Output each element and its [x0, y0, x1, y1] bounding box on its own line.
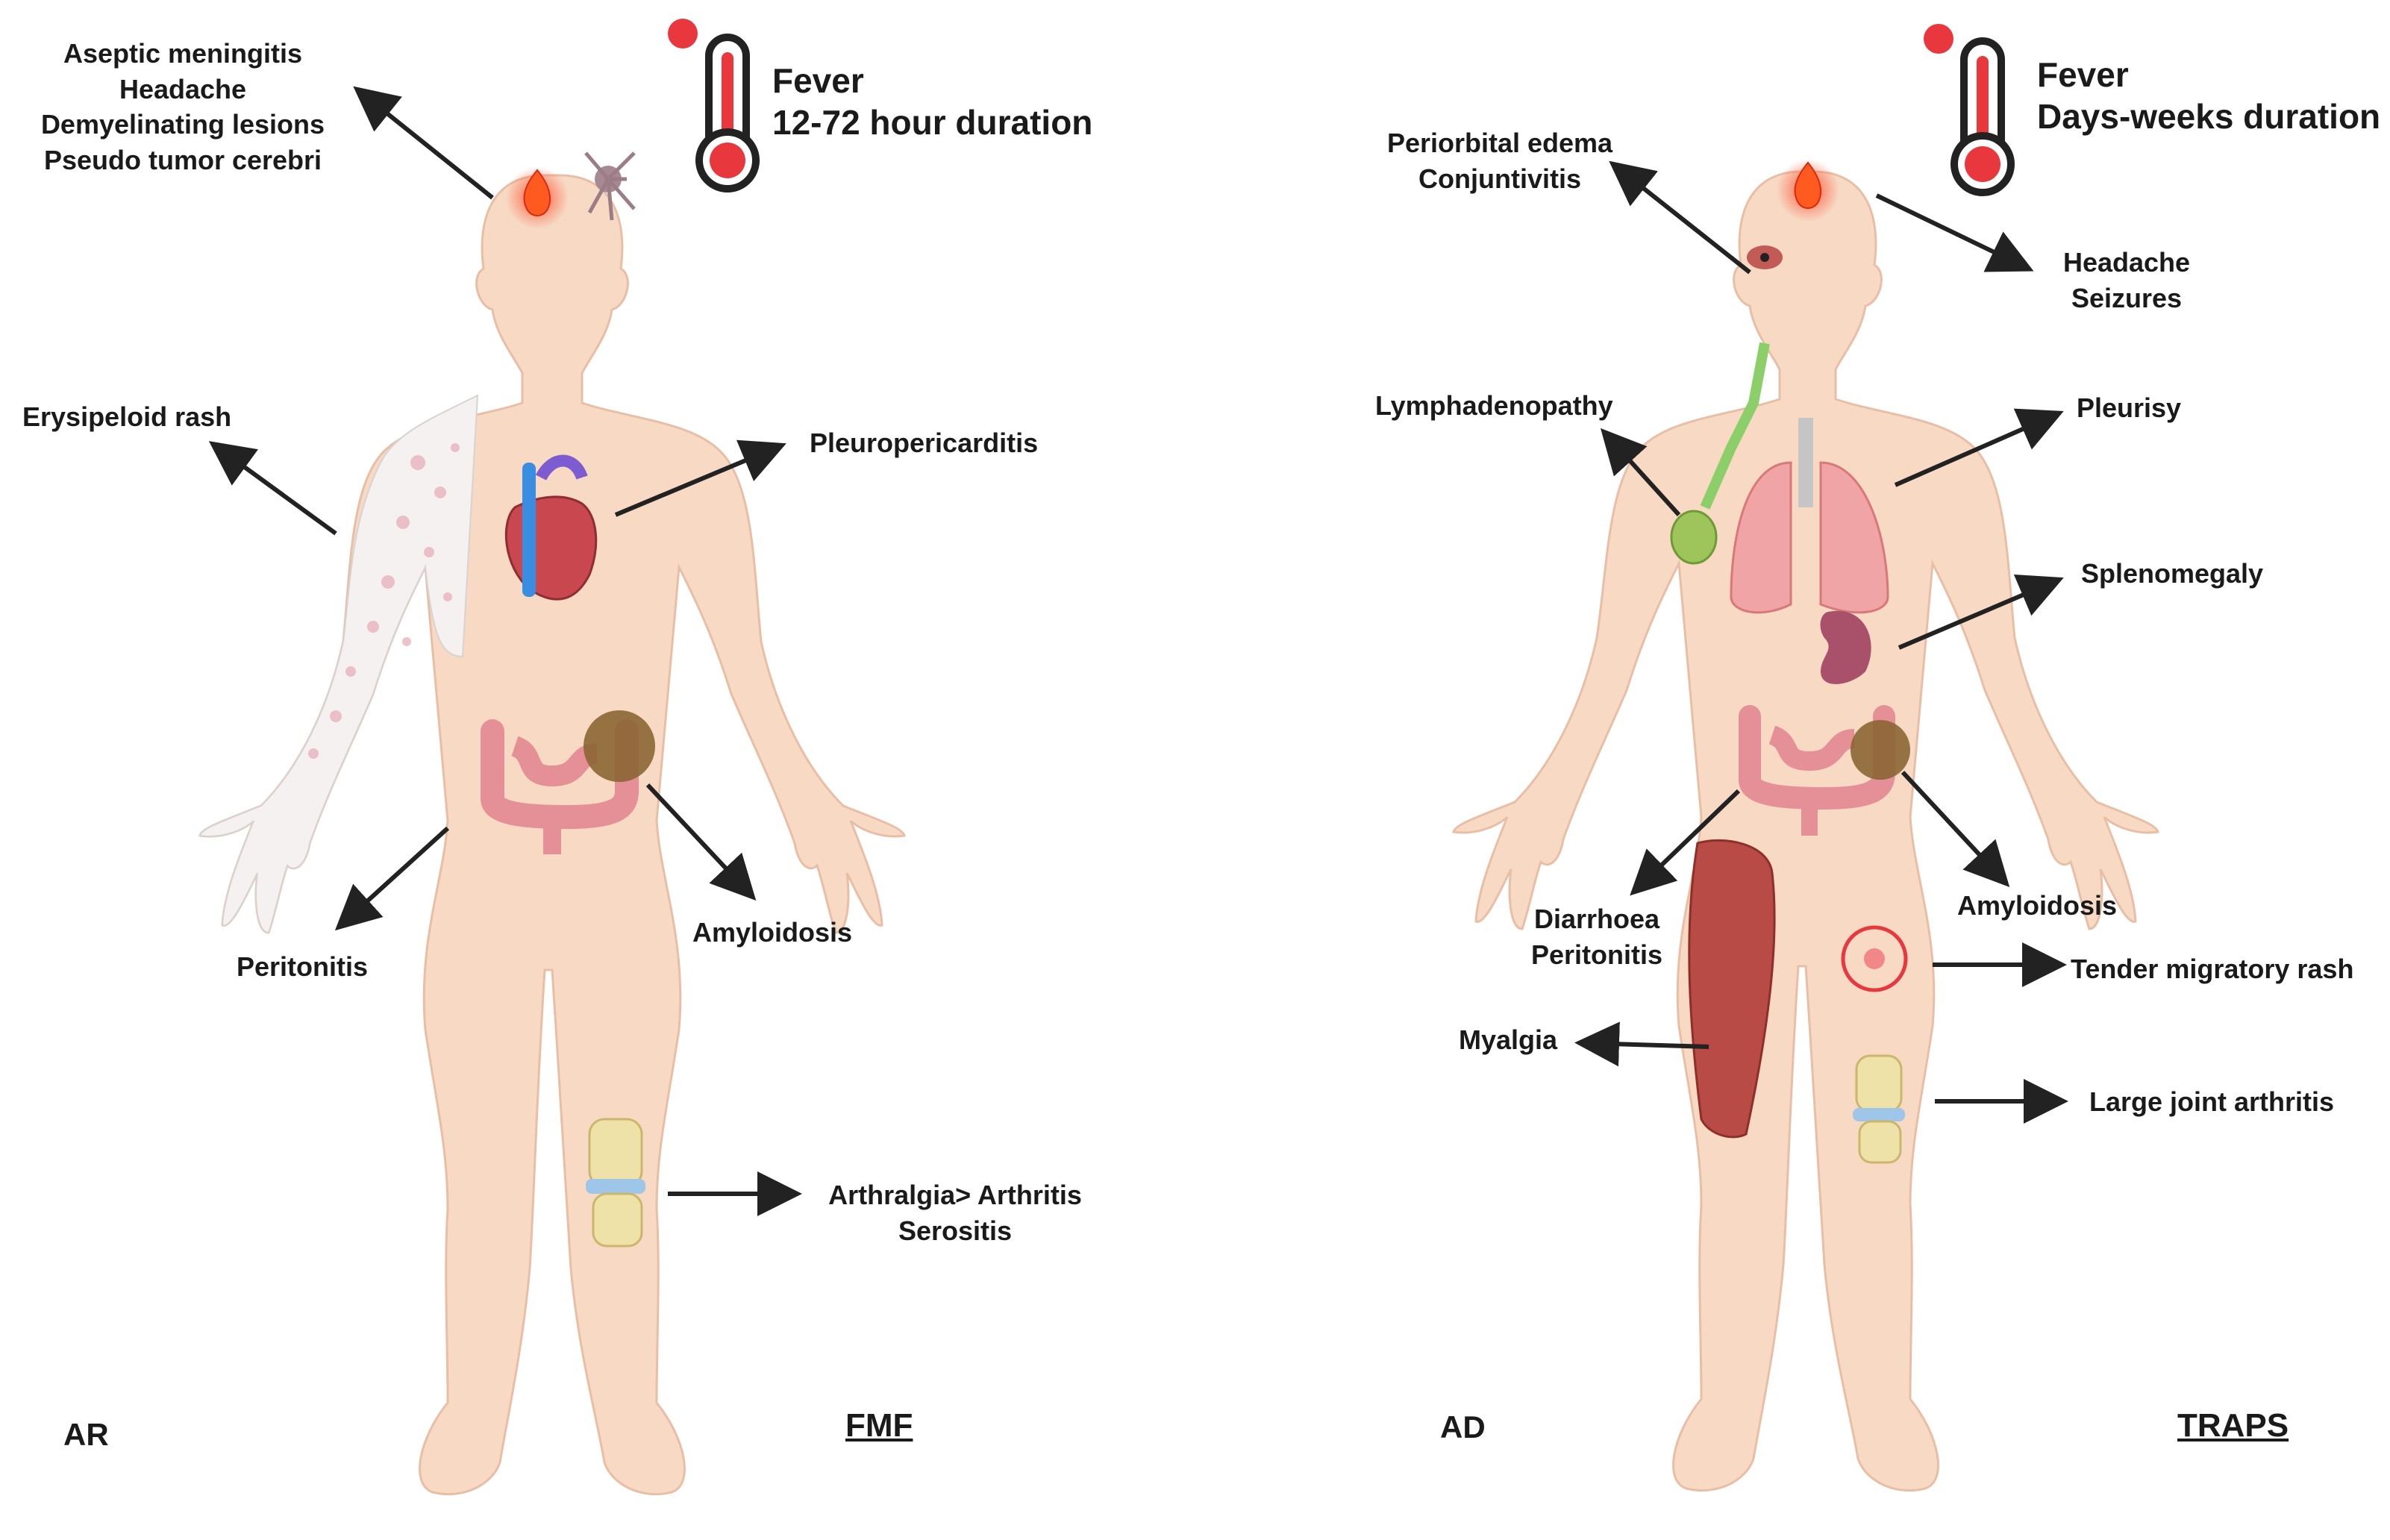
migratory-rash-icon	[1841, 925, 1908, 992]
traps-spleen-label: Splenomegaly	[2081, 558, 2264, 589]
traps-colon-icon	[1739, 705, 1895, 836]
traps-fever-label: Fever Days-weeks duration	[2037, 54, 2380, 137]
traps-lymph-label: Lymphadenopathy	[1375, 390, 1613, 421]
traps-gut-label: Diarrhoea Peritonitis	[1500, 901, 1694, 972]
traps-cns-label: Headache Seizures	[2030, 245, 2224, 316]
fmf-joints-item: Arthralgia> Arthritis	[828, 1180, 1082, 1210]
fmf-fever-label: Fever 12-72 hour duration	[772, 60, 1092, 143]
fmf-kidney-label: Amyloidosis	[692, 917, 853, 948]
arrow-traps-muscle	[1574, 1021, 1709, 1067]
fmf-knee-icon	[586, 1118, 645, 1248]
lungs-icon	[1730, 418, 1889, 614]
traps-eye-item: Conjuntivitis	[1418, 163, 1581, 194]
erysipeloid-rash-arm	[198, 394, 479, 934]
traps-inheritance-label: AD	[1440, 1409, 1486, 1444]
fmf-cns-item: Aseptic meningitis	[63, 38, 303, 69]
lymph-node-icon	[1670, 510, 1718, 565]
arrow-traps-amyloid	[1901, 770, 2010, 887]
traps-gut-item: Peritonitis	[1530, 939, 1663, 970]
thigh-muscle-icon	[1688, 839, 1776, 1139]
fmf-fever-duration: 12-72 hour duration	[772, 103, 1093, 143]
colon-icon	[481, 719, 639, 854]
fmf-joints-item: Serositis	[898, 1215, 1013, 1246]
arrow-traps-gut	[1630, 789, 1741, 896]
traps-fever-title: Fever	[2037, 55, 2129, 94]
fmf-cns-label: Aseptic meningitis Headache Demyelinatin…	[15, 36, 351, 178]
traps-disease-title: TRAPS	[2177, 1407, 2289, 1444]
fmf-inheritance-label: AR	[63, 1417, 109, 1452]
heart-icon	[504, 454, 598, 601]
fmf-thermometer-icon	[668, 19, 760, 192]
traps-eye-label: Periorbital edema Conjuntivitis	[1366, 125, 1634, 196]
traps-joints-label: Large joint arthritis	[2089, 1086, 2335, 1117]
arrow-fmf-peritonitis	[334, 826, 450, 931]
arrow-fmf-cns	[353, 86, 494, 200]
traps-cns-item: Headache	[2062, 247, 2191, 278]
traps-gut-item: Diarrhoea	[1533, 904, 1660, 934]
traps-muscle-label: Myalgia	[1459, 1024, 1558, 1055]
fmf-flame-icon	[523, 169, 551, 216]
traps-lung-label: Pleurisy	[2077, 392, 2182, 423]
arrow-traps-spleen	[1898, 574, 2064, 650]
traps-cns-item: Seizures	[2071, 282, 2183, 313]
fmf-skin-label: Erysipeloid rash	[22, 401, 232, 432]
arrow-traps-lung	[1894, 408, 2064, 487]
arrow-fmf-rash	[208, 441, 337, 536]
fmf-cns-item: Demyelinating lesions	[40, 109, 325, 140]
arrow-fmf-chest	[614, 439, 786, 517]
traps-thermometer-icon	[1924, 24, 2015, 196]
fmf-disease-title: FMF	[845, 1407, 913, 1444]
traps-fever-duration: Days-weeks duration	[2037, 97, 2381, 137]
spleen-icon	[1820, 610, 1871, 684]
fmf-abdomen-label: Peritonitis	[236, 951, 369, 982]
traps-knee-icon	[1853, 1054, 1905, 1164]
traps-body	[1452, 159, 2159, 1492]
traps-amyloid-blob	[1851, 720, 1910, 780]
arrows	[208, 86, 2068, 1216]
traps-eye-item: Periorbital edema	[1386, 128, 1613, 158]
lymph-vessel	[1700, 342, 1770, 510]
fmf-joints-label: Arthralgia> Arthritis Serositis	[806, 1177, 1104, 1248]
arrow-fmf-amyloid	[645, 783, 757, 901]
rash-spots	[308, 443, 460, 759]
traps-flame-icon	[1794, 161, 1821, 209]
traps-kidney-label: Amyloidosis	[1956, 890, 2118, 921]
fmf-cns-item: Pseudo tumor cerebri	[43, 144, 322, 175]
fmf-body	[198, 151, 906, 1496]
fmf-amyloid-blob	[584, 710, 655, 782]
fmf-fever-title: Fever	[772, 61, 864, 100]
arrow-traps-cns	[1875, 193, 2034, 272]
fmf-cns-item: Headache	[119, 73, 247, 104]
traps-skin-label: Tender migratory rash	[2071, 954, 2354, 984]
arrow-traps-lymph	[1600, 428, 1681, 517]
arrow-traps-eye	[1609, 160, 1751, 275]
fmf-chest-label: Pleuropericarditis	[810, 428, 1039, 458]
fmf-microbe-icon	[584, 151, 636, 221]
